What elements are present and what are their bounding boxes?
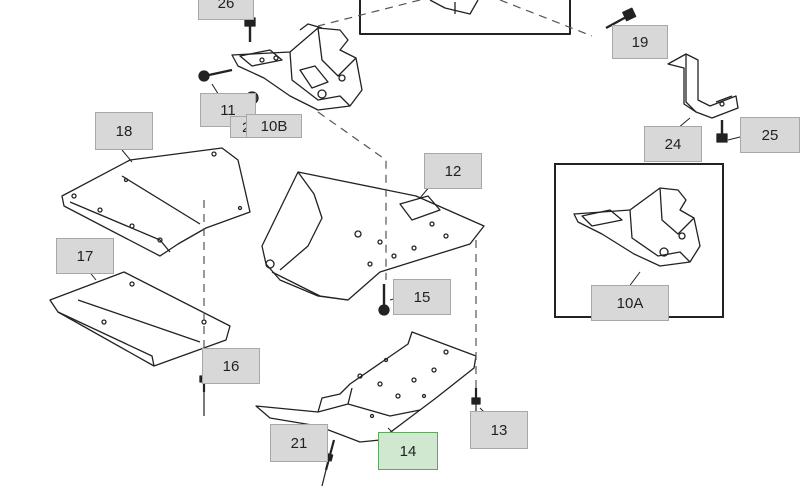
panel-14 [255,331,477,443]
inset-frame-top [359,0,571,35]
callout-25: 25 [740,117,800,153]
callout-17: 17 [56,238,114,274]
panel-12 [261,171,485,301]
dash-line-1 [317,0,421,27]
panel-18 [61,147,251,257]
callout-10b: 10B [246,114,302,138]
callout-14-highlighted[interactable]: 14 [378,432,438,470]
callout-18: 18 [95,112,153,150]
dash-line-2 [499,0,593,37]
callout-16: 16 [202,348,260,384]
bolt-19 [605,7,637,37]
callout-24: 24 [644,126,702,162]
callout-19: 19 [612,25,668,59]
callout-10a: 10A [591,285,669,321]
callout-15: 15 [393,279,451,315]
callout-21: 21 [270,424,328,462]
callout-26: 26 [198,0,254,20]
panel-17 [49,269,231,367]
callout-12: 12 [424,153,482,189]
callout-13: 13 [470,411,528,449]
bracket-10b [231,23,363,111]
bracket-10a [573,187,701,289]
callout-11: 11 [200,93,256,127]
bracket-24 [667,53,739,129]
bolt-26 [244,17,256,42]
